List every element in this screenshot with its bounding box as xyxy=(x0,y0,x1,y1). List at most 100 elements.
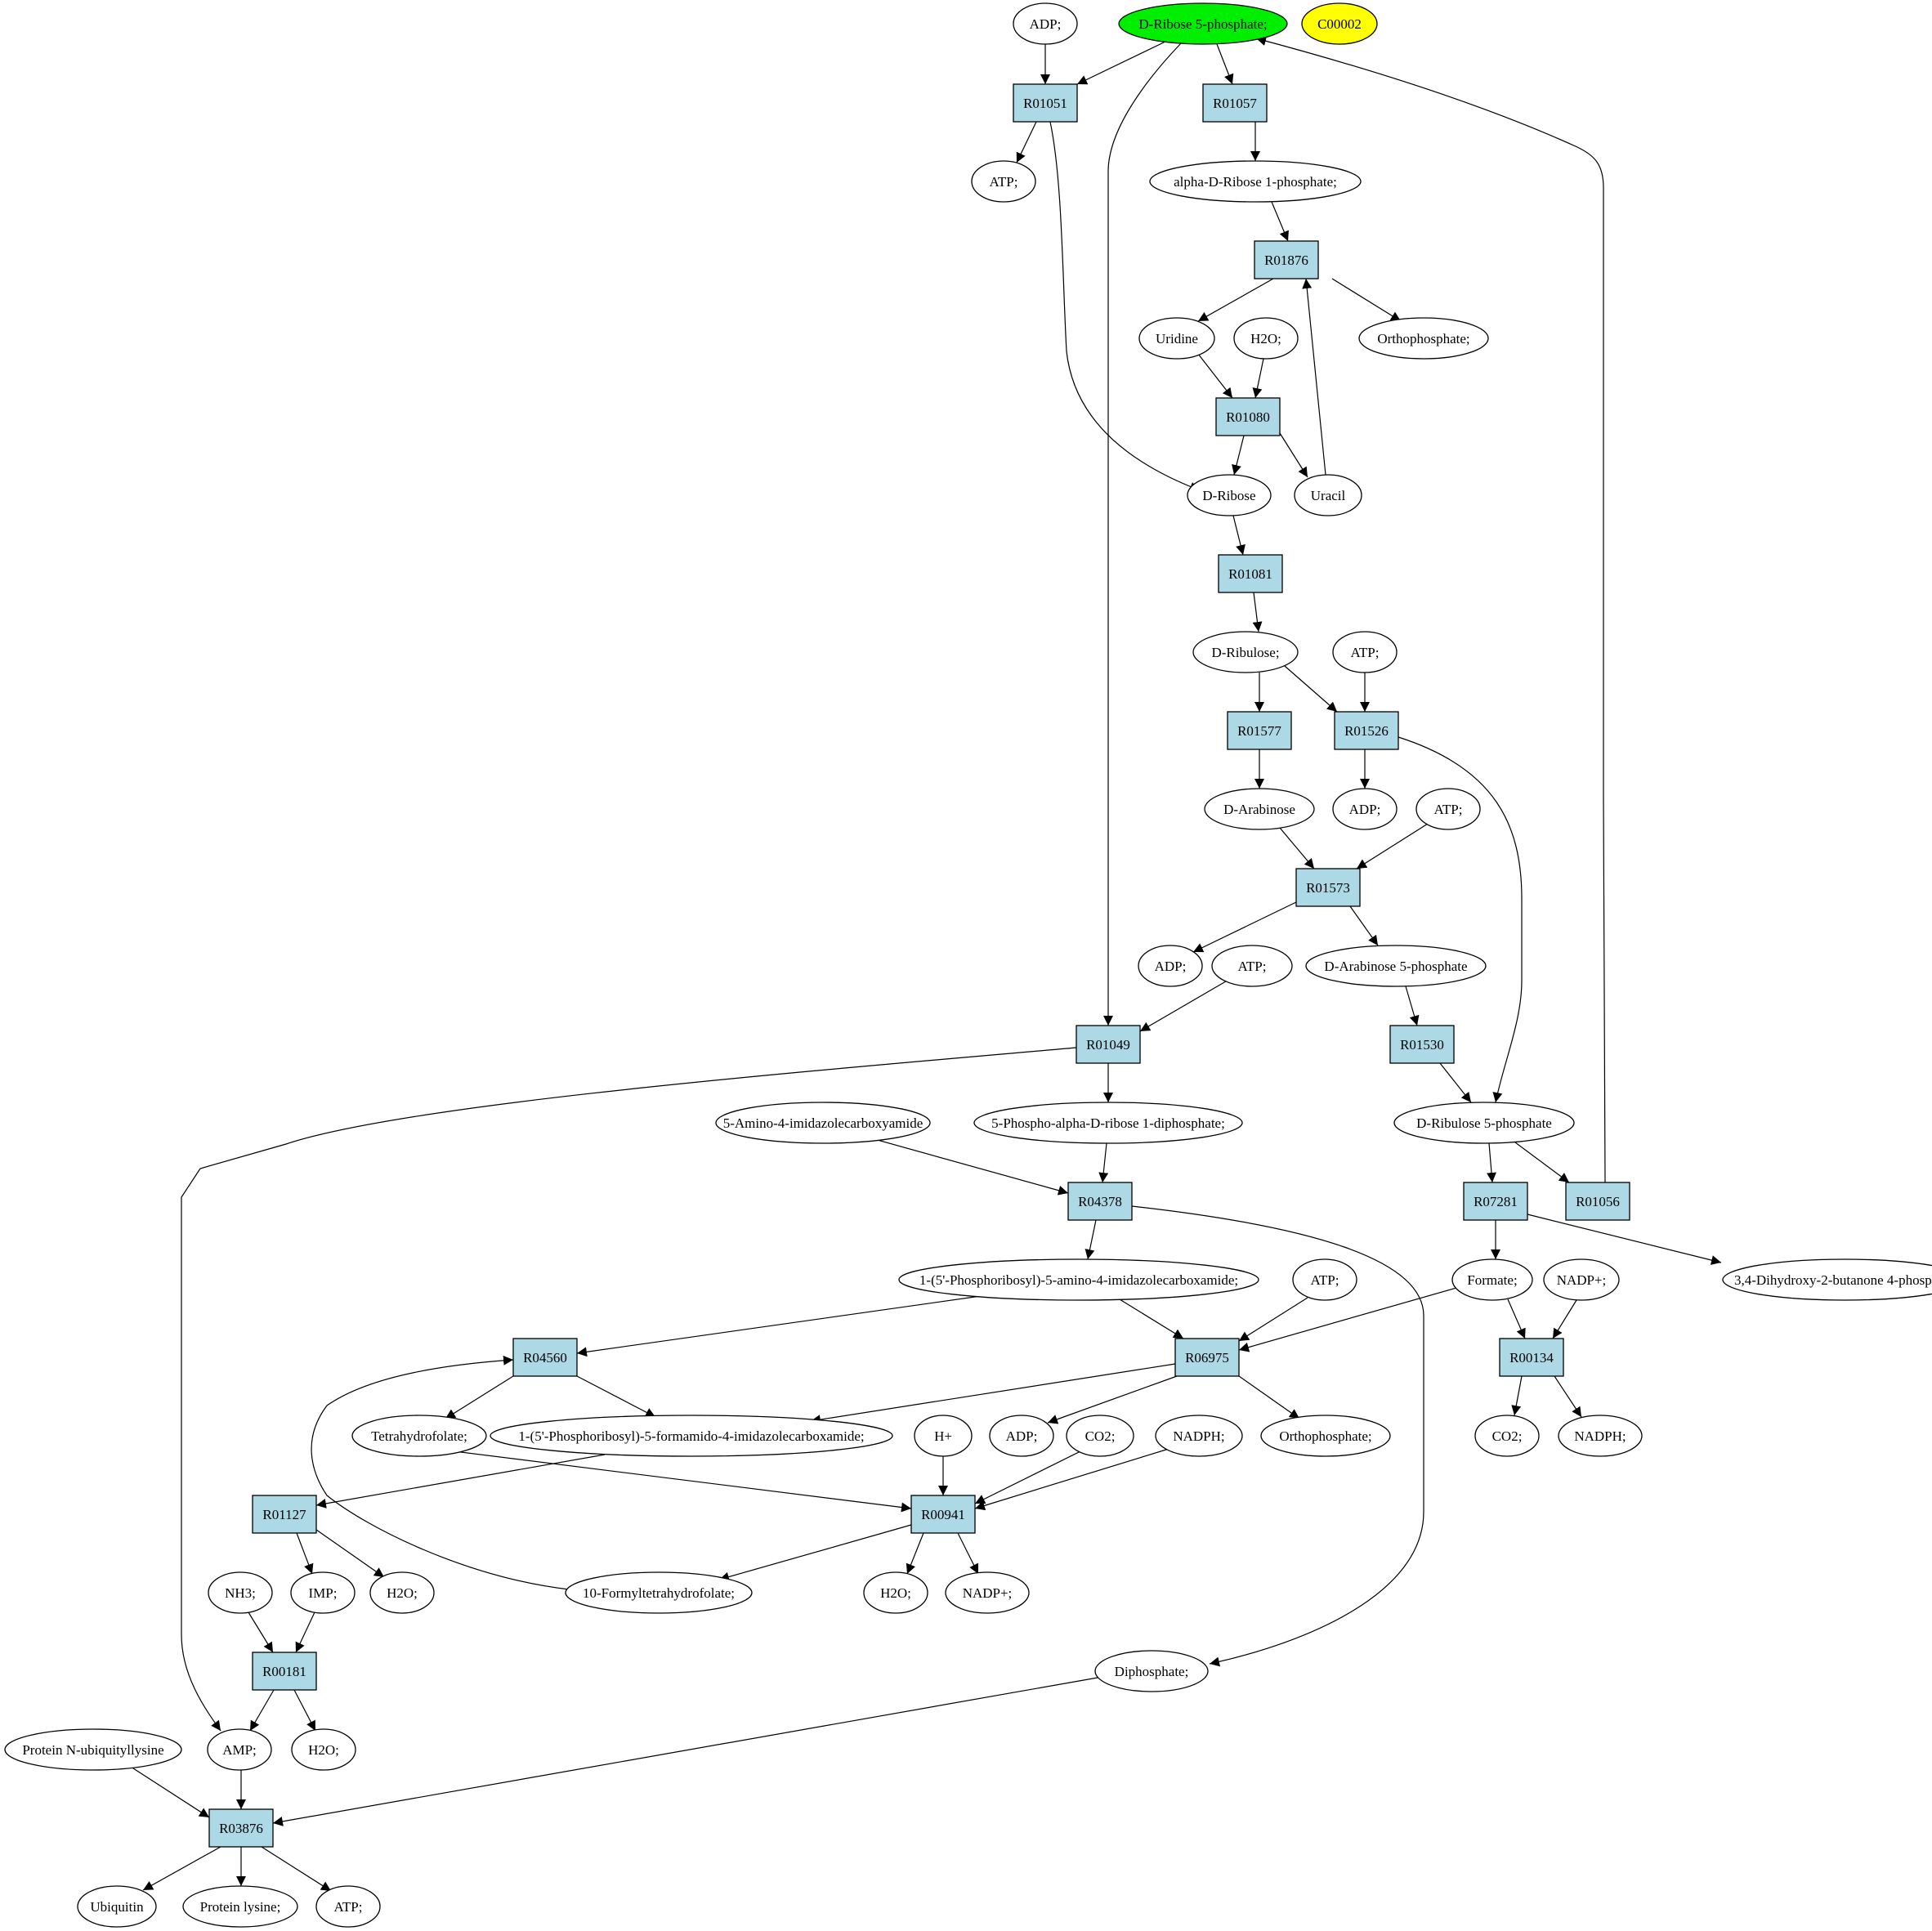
node-label: R04378 xyxy=(1078,1194,1122,1209)
metabolite-node-formate[interactable]: Formate; xyxy=(1451,1258,1533,1301)
reaction-node-r01876[interactable]: R01876 xyxy=(1254,240,1319,279)
reaction-node-r03876[interactable]: R03876 xyxy=(208,1808,274,1848)
node-label: ATP; xyxy=(1238,959,1267,974)
node-label: Tetrahydrofolate; xyxy=(371,1428,467,1444)
node-label: D-Ribose xyxy=(1202,488,1255,503)
reaction-node-r01056[interactable]: R01056 xyxy=(1565,1182,1630,1221)
edge-R00134-to-co2_2 xyxy=(1511,1375,1523,1416)
edge-R01530-to-dribu5p xyxy=(1439,1062,1472,1103)
metabolite-node-aribose1p[interactable]: alpha-D-Ribose 1-phosphate; xyxy=(1149,160,1362,203)
reaction-node-r01530[interactable]: R01530 xyxy=(1389,1025,1455,1064)
edge-thf-to-R00941 xyxy=(454,1450,912,1513)
metabolite-node-diphos[interactable]: Diphosphate; xyxy=(1094,1650,1209,1692)
metabolite-node-adp-2[interactable]: ADP; xyxy=(1332,788,1398,830)
reaction-node-r01573[interactable]: R01573 xyxy=(1295,868,1361,907)
metabolite-node-ortho-1[interactable]: Orthophosphate; xyxy=(1358,317,1489,360)
reaction-node-r01081[interactable]: R01081 xyxy=(1218,554,1283,593)
metabolite-node-atp-1[interactable]: ATP; xyxy=(971,160,1036,203)
metabolite-node-adp-4[interactable]: ADP; xyxy=(989,1415,1054,1457)
reaction-node-r01080[interactable]: R01080 xyxy=(1215,397,1281,436)
metabolite-node-nh3[interactable]: NH3; xyxy=(208,1571,273,1614)
metabolite-node-ortho-2[interactable]: Orthophosphate; xyxy=(1260,1415,1391,1457)
reaction-box xyxy=(1013,83,1078,123)
edge-R04378-to-aicar xyxy=(1085,1219,1097,1260)
metabolite-node-nadp-2[interactable]: NADP+; xyxy=(945,1571,1030,1614)
metabolite-node-dara5p[interactable]: D-Arabinose 5-phosphate xyxy=(1305,945,1487,987)
reaction-node-r00941[interactable]: R00941 xyxy=(910,1495,976,1534)
node-label: R06975 xyxy=(1185,1350,1229,1366)
reaction-node-r01127[interactable]: R01127 xyxy=(252,1495,317,1534)
metabolite-node-darabinose[interactable]: D-Arabinose xyxy=(1204,788,1315,830)
metabolite-node-amp[interactable]: AMP; xyxy=(207,1728,272,1771)
metabolite-node-imp[interactable]: IMP; xyxy=(290,1571,356,1614)
metabolite-node-nadp-1[interactable]: NADP+; xyxy=(1543,1258,1620,1301)
metabolite-node-faicar[interactable]: 1-(5'-Phosphoribosyl)-5-formamido-4-imid… xyxy=(490,1415,893,1457)
node-label: ATP; xyxy=(990,174,1018,190)
metabolite-node-protlys[interactable]: Protein lysine; xyxy=(182,1885,298,1928)
node-label: R01577 xyxy=(1237,723,1281,739)
reaction-box xyxy=(1334,711,1399,750)
metabolite-node-h2o-4[interactable]: H2O; xyxy=(291,1728,356,1771)
metabolite-node-prpp[interactable]: 5-Phospho-alpha-D-ribose 1-diphosphate; xyxy=(973,1102,1243,1144)
metabolite-node-h2o-1[interactable]: H2O; xyxy=(1233,317,1299,360)
edge-R01049-to-amp xyxy=(181,1047,1077,1732)
metabolite-node-co2-1[interactable]: CO2; xyxy=(1066,1415,1134,1457)
metabolite-node-hplus[interactable]: H+ xyxy=(914,1415,973,1457)
metabolite-node-atp-3[interactable]: ATP; xyxy=(1415,788,1481,830)
metabolite-node-atp-6[interactable]: ATP; xyxy=(315,1885,381,1928)
metabolite-node-dribu5p[interactable]: D-Ribulose 5-phosphate xyxy=(1393,1102,1575,1144)
metabolite-node-nadph-2[interactable]: NADPH; xyxy=(1558,1415,1643,1457)
reaction-node-r01577[interactable]: R01577 xyxy=(1227,711,1292,750)
edge-R01876-to-ortho_1 xyxy=(1331,278,1402,322)
metabolite-node-atp-5[interactable]: ATP; xyxy=(1292,1258,1357,1301)
metabolite-node-dribose[interactable]: D-Ribose xyxy=(1187,474,1272,516)
metabolite-node-h2o-2[interactable]: H2O; xyxy=(369,1571,435,1614)
metabolite-node-atp-2[interactable]: ATP; xyxy=(1332,631,1398,673)
node-label: R01127 xyxy=(262,1507,306,1522)
metabolite-ellipse xyxy=(207,1728,272,1771)
node-label: NADPH; xyxy=(1173,1428,1224,1444)
node-label: H+ xyxy=(934,1428,952,1444)
reaction-node-r00134[interactable]: R00134 xyxy=(1499,1338,1564,1377)
edge-co2_1-to-R00941 xyxy=(974,1450,1081,1504)
reaction-node-r01057[interactable]: R01057 xyxy=(1202,83,1268,123)
metabolite-node-atp-4[interactable]: ATP; xyxy=(1211,945,1293,987)
edge-dribu5p-to-R07281 xyxy=(1487,1142,1496,1183)
reaction-node-r04560[interactable]: R04560 xyxy=(512,1338,578,1377)
metabolite-node-adp-3[interactable]: ADP; xyxy=(1138,945,1203,987)
metabolite-node-r5p[interactable]: D-Ribose 5-phosphate; xyxy=(1118,2,1288,45)
edge-aribose1p-to-R01876 xyxy=(1271,201,1289,242)
edge-h2o_1-to-R01080 xyxy=(1252,358,1264,399)
metabolite-node-10fthf[interactable]: 10-Formyltetrahydrofolate; xyxy=(565,1571,753,1614)
node-label: alpha-D-Ribose 1-phosphate; xyxy=(1174,174,1337,190)
edge-R01127-to-h2o_2 xyxy=(315,1529,385,1578)
reaction-node-r01526[interactable]: R01526 xyxy=(1334,711,1399,750)
metabolite-node-co2-2[interactable]: CO2; xyxy=(1474,1415,1540,1457)
reaction-node-r07281[interactable]: R07281 xyxy=(1463,1182,1528,1221)
metabolite-node-nadph-1[interactable]: NADPH; xyxy=(1155,1415,1243,1457)
reaction-node-r01049[interactable]: R01049 xyxy=(1076,1025,1141,1064)
metabolite-node-protub[interactable]: Protein N-ubiquityllysine xyxy=(4,1728,182,1771)
metabolite-node-aicar[interactable]: 1-(5'-Phosphoribosyl)-5-amino-4-imidazol… xyxy=(898,1258,1259,1301)
node-label: R01056 xyxy=(1576,1194,1620,1209)
metabolite-node-aica[interactable]: 5-Amino-4-imidazolecarboxyamide xyxy=(715,1102,931,1144)
metabolite-node-c00002[interactable]: C00002 xyxy=(1301,2,1378,45)
metabolite-ellipse xyxy=(1187,474,1272,516)
metabolite-node-adp-top[interactable]: ADP; xyxy=(1013,2,1078,45)
reaction-node-r01051[interactable]: R01051 xyxy=(1013,83,1078,123)
reaction-box xyxy=(1254,240,1319,279)
reaction-node-r06975[interactable]: R06975 xyxy=(1174,1338,1240,1377)
metabolite-node-uridine[interactable]: Uridine xyxy=(1138,317,1215,360)
metabolite-node-ubiquitin[interactable]: Ubiquitin xyxy=(77,1885,157,1928)
node-label: R00181 xyxy=(262,1664,306,1679)
metabolite-node-thf[interactable]: Tetrahydrofolate; xyxy=(351,1415,487,1457)
metabolite-node-dhbp[interactable]: 3,4-Dihydroxy-2-butanone 4-phosphate xyxy=(1722,1258,1932,1301)
reaction-node-r00181[interactable]: R00181 xyxy=(252,1652,317,1691)
reaction-node-r04378[interactable]: R04378 xyxy=(1067,1182,1133,1221)
metabolite-node-dribulose[interactable]: D-Ribulose; xyxy=(1192,631,1299,673)
node-label: 3,4-Dihydroxy-2-butanone 4-phosphate xyxy=(1734,1272,1932,1288)
metabolite-node-uracil[interactable]: Uracil xyxy=(1294,474,1362,516)
metabolite-node-h2o-3[interactable]: H2O; xyxy=(863,1571,928,1614)
metabolite-ellipse xyxy=(1292,1258,1357,1301)
